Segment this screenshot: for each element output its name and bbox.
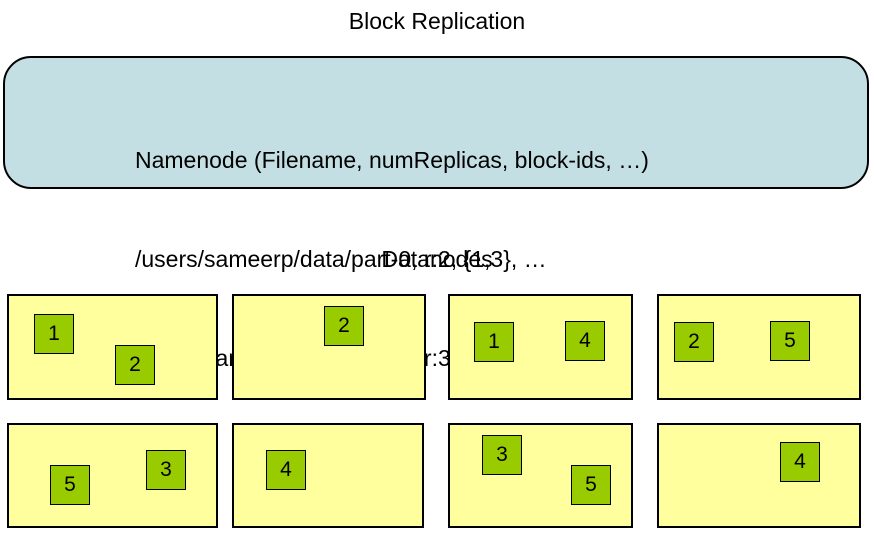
datanodes-label: Datanodes — [381, 246, 493, 272]
block-3: 3 — [482, 435, 522, 475]
block-2: 2 — [674, 322, 714, 362]
datanode-box-8: 4 — [657, 423, 861, 528]
block-1: 1 — [34, 314, 74, 354]
block-4: 4 — [266, 450, 306, 490]
datanode-box-6: 4 — [232, 423, 424, 528]
namenode-line-part0: /users/sameerp/data/part-0, r:2, {1,3}, … — [135, 246, 547, 272]
block-2: 2 — [115, 345, 155, 385]
block-5: 5 — [571, 465, 611, 505]
block-2: 2 — [324, 306, 364, 346]
namenode-box: Namenode (Filename, numReplicas, block-i… — [3, 56, 869, 371]
block-4: 4 — [565, 321, 605, 361]
block-5: 5 — [50, 465, 90, 505]
diagram-title: Block Replication — [348, 8, 526, 34]
block-5: 5 — [770, 321, 810, 361]
block-3: 3 — [146, 450, 186, 490]
namenode-line-signature: Namenode (Filename, numReplicas, block-i… — [135, 147, 649, 173]
block-1: 1 — [474, 322, 514, 362]
block-4: 4 — [780, 442, 820, 482]
datanode-box-2: 2 — [232, 294, 426, 400]
